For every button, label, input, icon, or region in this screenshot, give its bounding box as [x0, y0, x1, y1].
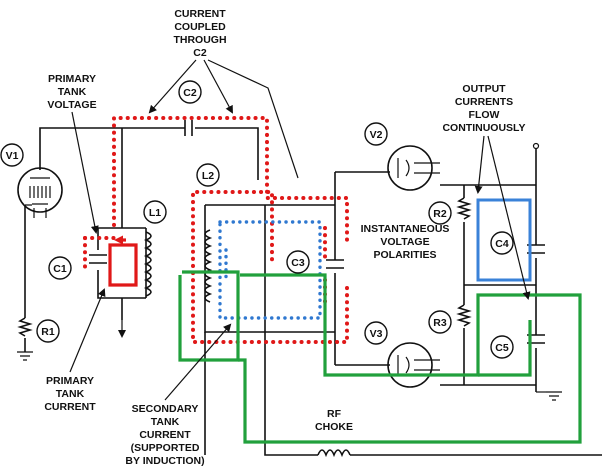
output-current-path: [178, 270, 582, 444]
r3-label: R3: [433, 317, 447, 329]
primary-current-line-2: TANK: [56, 388, 85, 400]
label-c4: C4: [490, 231, 514, 255]
coupled-current-path: [83, 116, 349, 344]
c2-label: C2: [183, 87, 197, 99]
output-currents-line-1: OUTPUT: [462, 83, 506, 95]
label-c3: C3: [286, 250, 310, 274]
capacitor-c2: [184, 120, 193, 136]
label-c2: C2: [178, 80, 202, 104]
annotation-output-currents: OUTPUT CURRENTS FLOW CONTINUOUSLY: [442, 83, 531, 300]
label-l1: L1: [143, 200, 167, 224]
inductor-l2: [204, 229, 213, 303]
tube-v2: [387, 145, 440, 191]
l2-label: L2: [202, 170, 214, 182]
c1-label: C1: [53, 263, 67, 275]
annotation-primary-tank-current: PRIMARY TANK CURRENT: [44, 288, 106, 413]
resistor-r3: [456, 304, 472, 327]
label-v3: V3: [364, 321, 388, 345]
label-v2: V2: [364, 122, 388, 146]
current-coupled-line-1: CURRENT: [174, 8, 226, 20]
primary-voltage-line-2: TANK: [58, 86, 87, 98]
c3-label: C3: [291, 257, 305, 269]
primary-current-line-3: CURRENT: [44, 401, 96, 413]
primary-voltage-line-1: PRIMARY: [48, 73, 96, 85]
label-r2: R2: [428, 201, 452, 225]
resistor-r2: [456, 197, 472, 220]
rf-choke-line-1: RF: [327, 408, 342, 420]
secondary-current-line-2: TANK: [151, 416, 180, 428]
label-c5: C5: [490, 335, 514, 359]
resistor-r1: [17, 317, 33, 361]
label-r3: R3: [428, 310, 452, 334]
output-currents-line-3: FLOW: [469, 109, 500, 121]
instantaneous-line-3: POLARITIES: [373, 249, 436, 261]
tube-v3: [387, 342, 440, 388]
label-c1: C1: [48, 256, 72, 280]
v1-label: V1: [6, 150, 19, 162]
annotation-current-coupled: CURRENT COUPLED THROUGH C2: [148, 8, 299, 179]
r2-label: R2: [433, 208, 447, 220]
current-coupled-line-4: C2: [193, 47, 207, 59]
secondary-current-line-5: BY INDUCTION): [125, 455, 204, 467]
output-currents-line-4: CONTINUOUSLY: [442, 122, 525, 134]
ground-symbol: [532, 142, 562, 401]
label-r1: R1: [36, 319, 60, 343]
c4-label: C4: [495, 238, 509, 250]
circuit-wiring: [24, 127, 602, 456]
current-coupled-line-2: COUPLED: [174, 21, 226, 33]
rf-choke-coil: [317, 449, 351, 458]
annotation-instantaneous: INSTANTANEOUS VOLTAGE POLARITIES: [361, 223, 450, 261]
instantaneous-line-2: VOLTAGE: [380, 236, 429, 248]
annotation-primary-tank-voltage: PRIMARY TANK VOLTAGE: [47, 73, 99, 234]
current-coupled-line-3: THROUGH: [173, 34, 226, 46]
l1-label: L1: [149, 207, 161, 219]
label-l2: L2: [196, 163, 220, 187]
secondary-current-line-4: (SUPPORTED: [131, 442, 200, 454]
rf-choke-line-2: CHOKE: [315, 421, 353, 433]
primary-voltage-line-3: VOLTAGE: [47, 99, 96, 111]
secondary-current-line-1: SECONDARY: [132, 403, 199, 415]
c4-current-loop: [476, 198, 532, 282]
inductor-l1: [143, 231, 152, 297]
primary-current-line-1: PRIMARY: [46, 375, 94, 387]
annotation-secondary-tank-current: SECONDARY TANK CURRENT (SUPPORTED BY IND…: [125, 323, 232, 467]
instantaneous-line-1: INSTANTANEOUS: [361, 223, 450, 235]
capacitor-c1: [89, 254, 107, 264]
v3-label: V3: [370, 328, 383, 340]
c5-label: C5: [495, 342, 509, 354]
output-currents-line-2: CURRENTS: [455, 96, 513, 108]
label-v1: V1: [0, 143, 24, 167]
secondary-current-path: [218, 220, 322, 320]
secondary-current-line-3: CURRENT: [139, 429, 191, 441]
r1-label: R1: [41, 326, 55, 338]
tube-v1: [17, 167, 63, 218]
capacitor-c3: [326, 259, 344, 269]
annotation-rf-choke: RF CHOKE: [315, 408, 353, 433]
v2-label: V2: [370, 129, 383, 141]
primary-tank-current-loop: [108, 235, 138, 287]
